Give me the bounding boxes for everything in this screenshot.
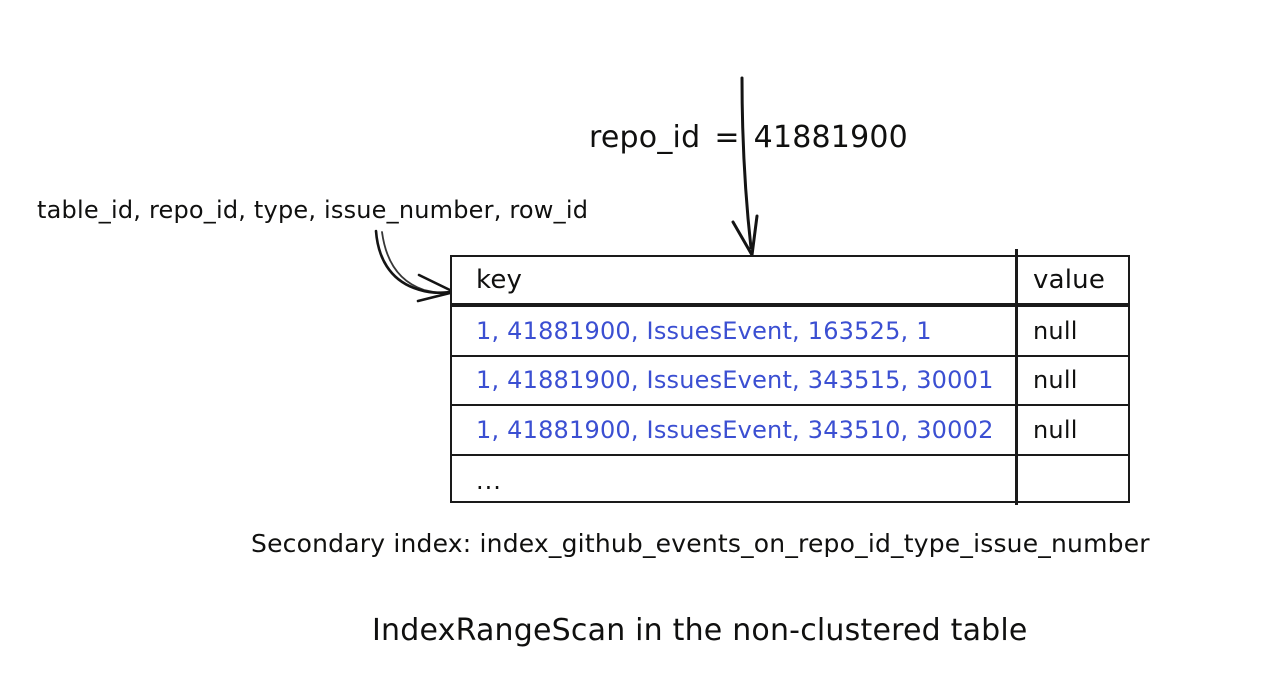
column-divider bbox=[1015, 249, 1018, 505]
table-row-ellipsis: ... bbox=[452, 456, 1128, 506]
index-table: key value 1, 41881900, IssuesEvent, 1635… bbox=[450, 249, 1130, 506]
column-header-value: value bbox=[1033, 265, 1106, 295]
predicate-value: 41881900 bbox=[753, 120, 908, 155]
predicate-operator: = bbox=[714, 120, 740, 155]
predicate-arrow-icon bbox=[731, 76, 759, 257]
table-row: 1, 41881900, IssuesEvent, 343515, 30001 … bbox=[452, 357, 1128, 407]
table-row: 1, 41881900, IssuesEvent, 163525, 1 null bbox=[452, 307, 1128, 357]
row-value: null bbox=[1033, 316, 1078, 345]
column-header-key: key bbox=[476, 265, 523, 295]
main-caption: IndexRangeScan in the non-clustered tabl… bbox=[372, 613, 1028, 648]
row-key: 1, 41881900, IssuesEvent, 343510, 30002 bbox=[476, 415, 994, 444]
key-columns-arrow-icon bbox=[374, 229, 456, 303]
key-columns-label: table_id, repo_id, type, issue_number, r… bbox=[37, 196, 589, 224]
index-name-caption: Secondary index: index_github_events_on_… bbox=[251, 529, 1150, 558]
row-key: ... bbox=[476, 466, 502, 495]
table-header-row: key value bbox=[452, 257, 1128, 307]
table-row: 1, 41881900, IssuesEvent, 343510, 30002 … bbox=[452, 406, 1128, 456]
row-key: 1, 41881900, IssuesEvent, 343515, 30001 bbox=[476, 366, 994, 395]
row-value: null bbox=[1033, 415, 1078, 444]
row-value: null bbox=[1033, 366, 1078, 395]
predicate-label: repo_id = 41881900 bbox=[589, 118, 908, 158]
row-key: 1, 41881900, IssuesEvent, 163525, 1 bbox=[476, 316, 932, 345]
predicate-field: repo_id bbox=[589, 120, 701, 155]
